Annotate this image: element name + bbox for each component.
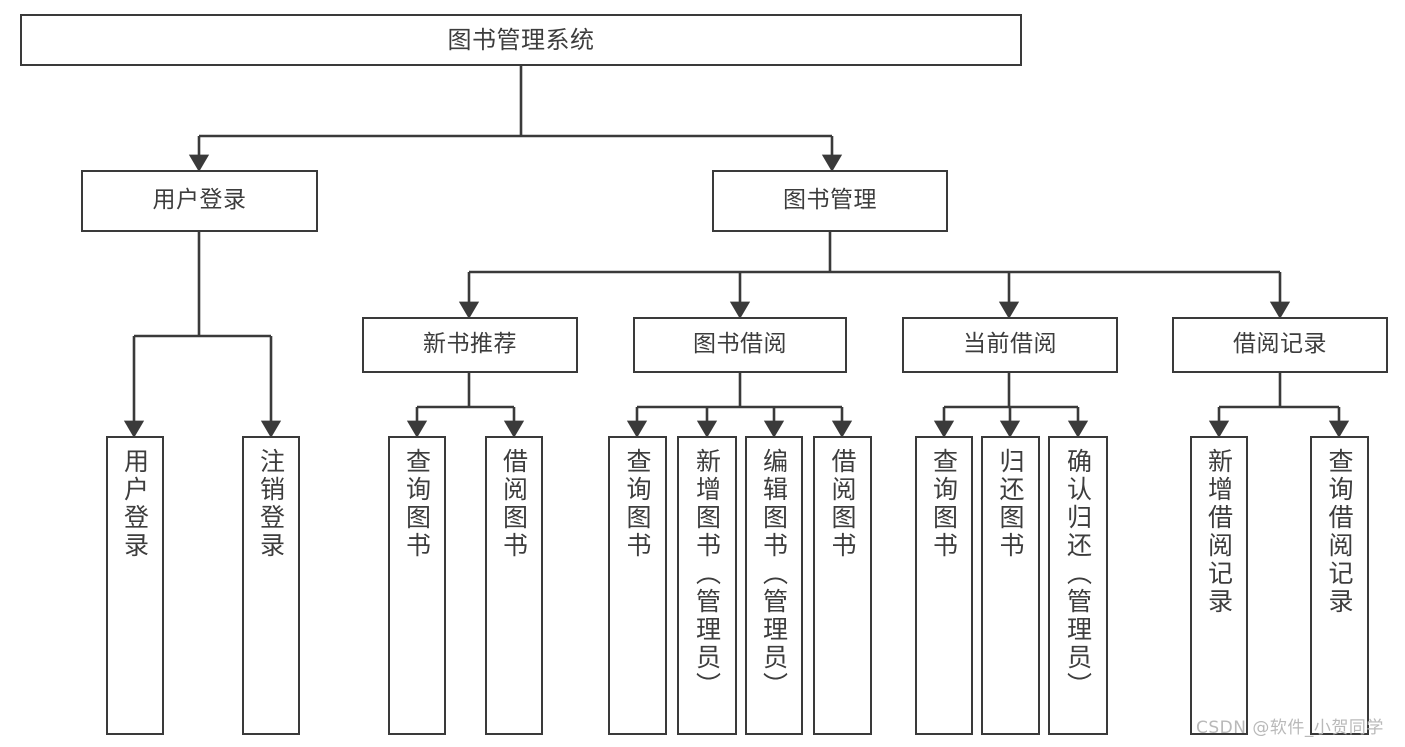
node-book-borrow-label: 图书借阅 xyxy=(693,331,787,358)
leaf-return-book[interactable]: 归还图书 xyxy=(981,436,1040,735)
node-new-book-recommend-label: 新书推荐 xyxy=(423,331,517,358)
leaf-edit-book-label: 编辑图书（管理员） xyxy=(759,448,789,700)
leaf-add-book[interactable]: 新增图书（管理员） xyxy=(677,436,737,735)
node-user-login-label: 用户登录 xyxy=(152,187,247,214)
leaf-query-borrow-record[interactable]: 查询借阅记录 xyxy=(1310,436,1369,735)
leaf-borrow-book-2-label: 借阅图书 xyxy=(828,448,857,560)
leaf-confirm-return[interactable]: 确认归还（管理员） xyxy=(1048,436,1108,735)
leaf-logout[interactable]: 注销登录 xyxy=(242,436,300,735)
leaf-logout-label: 注销登录 xyxy=(256,448,286,560)
node-book-borrow[interactable]: 图书借阅 xyxy=(633,317,847,373)
node-book-management[interactable]: 图书管理 xyxy=(712,170,948,232)
leaf-add-borrow-record[interactable]: 新增借阅记录 xyxy=(1190,436,1248,735)
leaf-return-book-label: 归还图书 xyxy=(996,448,1025,560)
leaf-query-book-3[interactable]: 查询图书 xyxy=(915,436,973,735)
csdn-watermark: CSDN @软件_小贺同学 xyxy=(1196,718,1384,738)
leaf-query-book-2-label: 查询图书 xyxy=(623,448,652,560)
leaf-query-book-3-label: 查询图书 xyxy=(929,448,959,560)
node-current-borrow[interactable]: 当前借阅 xyxy=(902,317,1118,373)
node-borrow-record[interactable]: 借阅记录 xyxy=(1172,317,1388,373)
leaf-add-book-label: 新增图书（管理员） xyxy=(692,448,722,700)
leaf-confirm-return-label: 确认归还（管理员） xyxy=(1063,448,1093,700)
node-root-label: 图书管理系统 xyxy=(447,25,595,54)
node-root[interactable]: 图书管理系统 xyxy=(20,14,1022,66)
leaf-user-login[interactable]: 用户登录 xyxy=(106,436,164,735)
leaf-edit-book[interactable]: 编辑图书（管理员） xyxy=(745,436,803,735)
leaf-user-login-label: 用户登录 xyxy=(120,448,150,560)
node-current-borrow-label: 当前借阅 xyxy=(963,331,1057,358)
leaf-query-book-1-label: 查询图书 xyxy=(402,448,432,560)
node-borrow-record-label: 借阅记录 xyxy=(1233,331,1327,358)
leaf-borrow-book-2[interactable]: 借阅图书 xyxy=(813,436,872,735)
leaf-add-borrow-record-label: 新增借阅记录 xyxy=(1204,448,1234,616)
node-book-management-label: 图书管理 xyxy=(783,187,877,214)
node-user-login[interactable]: 用户登录 xyxy=(81,170,318,232)
leaf-query-borrow-record-label: 查询借阅记录 xyxy=(1325,448,1354,616)
node-new-book-recommend[interactable]: 新书推荐 xyxy=(362,317,578,373)
leaf-query-book-2[interactable]: 查询图书 xyxy=(608,436,667,735)
leaf-borrow-book-1-label: 借阅图书 xyxy=(499,448,529,560)
leaf-borrow-book-1[interactable]: 借阅图书 xyxy=(485,436,543,735)
leaf-query-book-1[interactable]: 查询图书 xyxy=(388,436,446,735)
